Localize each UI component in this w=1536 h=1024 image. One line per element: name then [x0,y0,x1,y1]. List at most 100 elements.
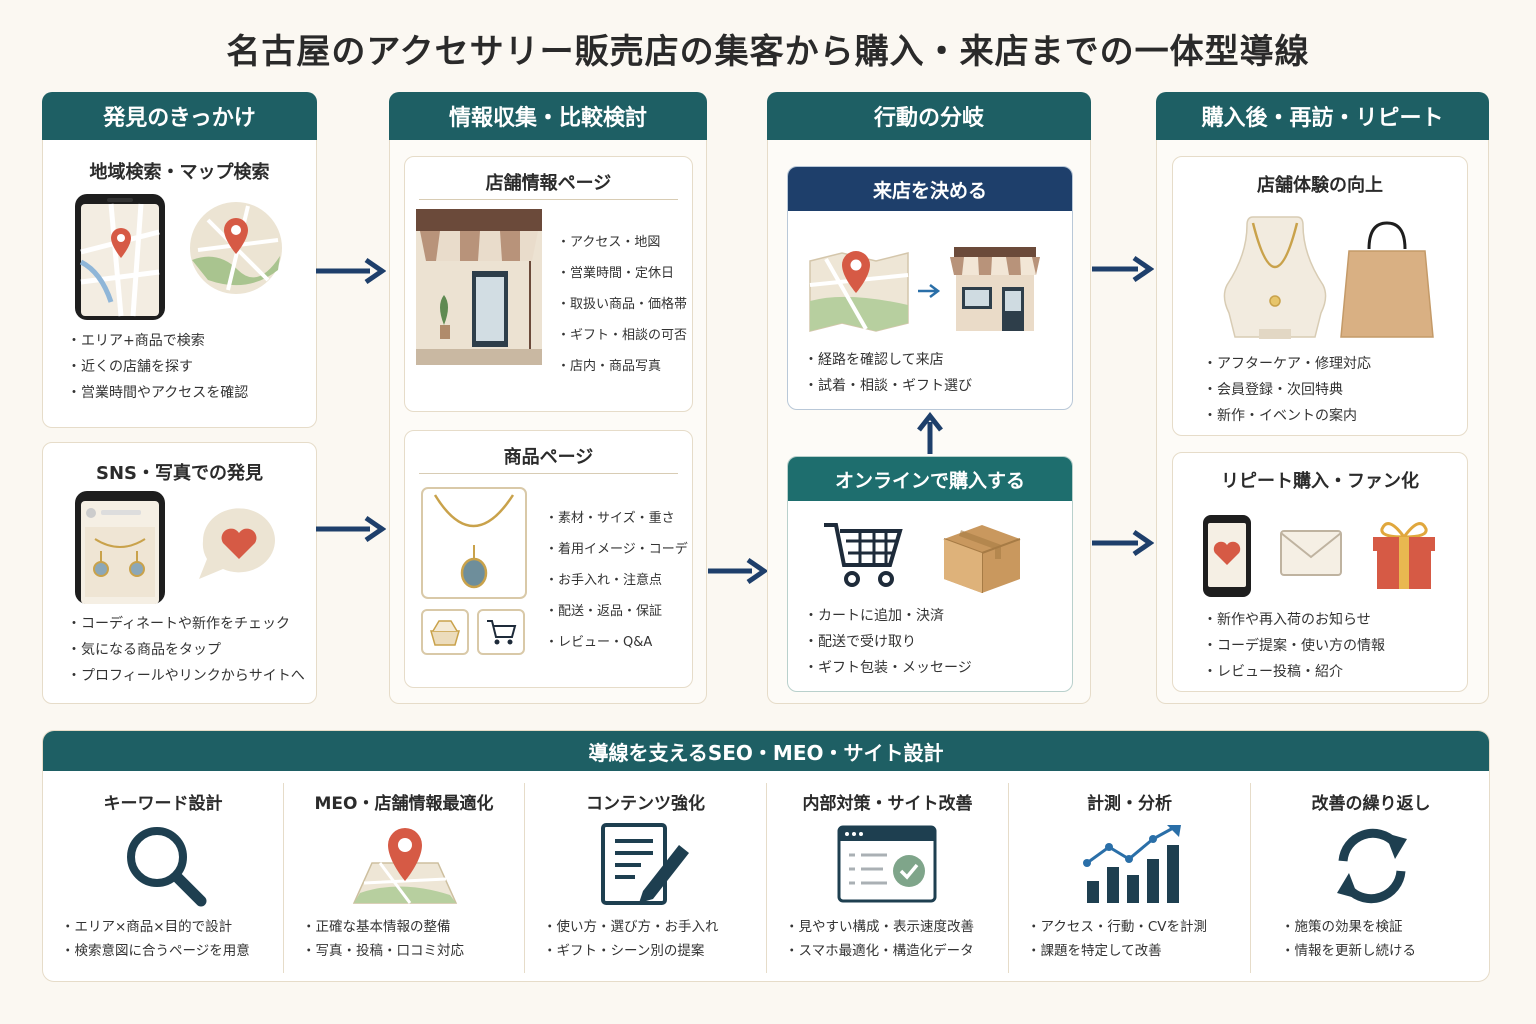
arrow-right-icon [316,515,386,543]
support-item-iteration: 改善の繰り返し 施策の効果を検証 情報を更新し続ける [1251,771,1489,981]
card-map-search: 地域検索・マップ検索 エリア+商品で検索 近くの店舗を探す 営業時間やアクセスを… [42,140,317,428]
list-item: 情報を更新し続ける [1281,939,1417,963]
necklace-bust-icon [1223,216,1327,339]
list-item: アクセス・行動・CVを計測 [1027,915,1208,939]
list-item: 気になる商品をタップ [67,637,305,663]
support-item-meo: MEO・店舗情報最適化 正確な基本情報の整備 写真・投稿・口コミ対応 [284,771,524,981]
card-title: 地域検索・マップ検索 [89,162,270,183]
list-item: スマホ最適化・構造化データ [785,939,974,963]
divider [524,783,525,973]
divider [766,783,767,973]
arrow-right-icon [316,257,386,285]
support-item-keyword: キーワード設計 エリア×商品×目的で設計 検索意図に合うページを用意 [43,771,283,981]
magnifier-icon [127,827,207,907]
card-store-experience: 店舗体験の向上 アフターケア・修理対応 会員登録・次回特典 新作・イベントの案内 [1172,156,1468,436]
arrow-right-icon [708,557,768,585]
card-title: リピート購入・ファン化 [1221,471,1419,492]
list-item: ギフト包装・メッセージ [804,655,972,681]
refresh-cycle-icon [1337,828,1407,904]
list-item: 営業時間やアクセスを確認 [67,380,248,406]
card-title: SNS・写真での発見 [96,463,263,484]
card-heading: オンラインで購入する [788,457,1072,501]
arrow-right-icon [1092,529,1154,557]
column-after-purchase: 購入後・再訪・リピート 店舗体験の向上 アフターケア・修理対応 会員登録・次回特… [1156,92,1489,704]
heart-bubble-icon [199,508,275,579]
list-item: エリア×商品×目的で設計 [61,915,250,939]
storefront-icon [416,209,542,365]
column-heading: 発見のきっかけ [42,92,317,140]
storefront-icon [950,247,1040,331]
seo-support-section: 導線を支えるSEO・MEO・サイト設計 キーワード設計 エリア×商品×目的で設計… [42,730,1490,982]
list-item: 店内・商品写真 [557,351,687,382]
bar-chart-icon [1083,825,1181,903]
divider [283,783,284,973]
list-item: 新作や再入荷のお知らせ [1203,607,1385,633]
list-item: プロフィールやリンクからサイトへ [67,663,305,689]
list-item: 施策の効果を検証 [1281,915,1416,939]
list-item: 会員登録・次回特典 [1203,377,1371,403]
list-item: 課題を特定して改善 [1027,939,1207,963]
item-title: コンテンツ強化 [586,794,705,814]
card-heading: 来店を決める [788,167,1072,211]
item-title: キーワード設計 [103,794,223,814]
list-item: 近くの店舗を探す [67,354,248,380]
cart-icon[interactable] [477,609,525,655]
list-item: 検索意図に合うページを用意 [61,939,250,963]
list-item: レビュー投稿・紹介 [1203,659,1385,685]
list-item: アフターケア・修理対応 [1203,351,1371,377]
map-pin-icon [809,251,909,332]
list-item: カートに追加・決済 [804,603,972,629]
support-item-content: コンテンツ強化 使い方・選び方・お手入れ ギフト・シーン別の提案 [525,771,766,981]
section-heading: 導線を支えるSEO・MEO・サイト設計 [43,731,1489,771]
list-item: 使い方・選び方・お手入れ [543,915,719,939]
smartphone-map-icon [75,194,165,320]
column-action-branch: 行動の分岐 来店を決める 経路を確認して来店 試着・相談・ギフト選び オンライン… [767,92,1091,704]
card-repeat-fans: リピート購入・ファン化 新作や再入荷のお知らせ コーデ提案・使い方の情報 レビュ… [1172,452,1468,692]
card-product-page: 商品ページ 素材・サイズ・重さ 着用イメージ・コーデ お手入れ・注意点 配送・返… [404,430,693,688]
map-pin-icon [352,828,458,904]
column-heading: 行動の分岐 [767,92,1091,140]
list-item: 写真・投稿・口コミ対応 [302,939,465,963]
map-pin-circle-icon [190,202,282,294]
item-title: MEO・店舗情報最適化 [314,794,494,814]
card-visit-store: 来店を決める 経路を確認して来店 試着・相談・ギフト選び [787,166,1073,410]
divider [419,199,678,200]
list-item: 取扱い商品・価格帯 [557,289,687,320]
envelope-icon [1280,530,1342,576]
list-item: 試着・相談・ギフト選び [804,373,972,399]
cardboard-box-icon [943,525,1021,593]
item-title: 計測・分析 [1087,794,1172,814]
list-item: ギフト・シーン別の提案 [543,939,719,963]
item-title: 改善の繰り返し [1311,794,1431,814]
list-item: 素材・サイズ・重さ [545,503,688,534]
list-item: 営業時間・定休日 [557,258,687,289]
column-discovery: 発見のきっかけ 地域検索・マップ検索 エリア+商品で検索 近くの店舗を探す 営業… [42,92,317,704]
list-item: 経路を確認して来店 [804,347,972,373]
list-item: 新作・イベントの案内 [1203,403,1371,429]
list-item: コーディネートや新作をチェック [67,611,305,637]
shopping-cart-icon [824,523,903,587]
column-heading: 情報収集・比較検討 [389,92,707,140]
shopping-bag-icon [1340,221,1434,338]
list-item: 着用イメージ・コーデ [545,534,688,565]
divider [419,473,678,474]
phone-heart-icon [1203,515,1251,597]
arrow-right-icon [1092,255,1154,283]
column-research: 情報収集・比較検討 店舗情報ページ アクセス・地図 営業時間・定休日 取扱い商品… [389,92,707,704]
list-item: お手入れ・注意点 [545,565,688,596]
ring-box-icon [421,609,469,655]
column-heading: 購入後・再訪・リピート [1156,92,1489,140]
divider [1008,783,1009,973]
item-title: 内部対策・サイト改善 [802,794,973,814]
card-title: 店舗情報ページ [485,173,612,194]
list-item: 正確な基本情報の整備 [302,915,464,939]
card-buy-online: オンラインで購入する カートに追加・決済 配送で受け取り ギフト包装・メッセージ [787,456,1073,692]
arrow-up-icon [917,412,943,454]
list-item: エリア+商品で検索 [67,328,248,354]
necklace-product-icon [421,487,527,599]
support-item-site-improve: 内部対策・サイト改善 見やすい構成・表示速度改善 スマホ最適化・構造化データ [767,771,1008,981]
list-item: コーデ提案・使い方の情報 [1203,633,1385,659]
card-store-info-page: 店舗情報ページ アクセス・地図 営業時間・定休日 取扱い商品・価格帯 ギフト・相… [404,156,693,412]
support-item-analytics: 計測・分析 アクセス・行動・CVを計測 課題を特定して改善 [1009,771,1250,981]
page-title: 名古屋のアクセサリー販売店の集客から購入・来店までの一体型導線 [226,32,1310,72]
